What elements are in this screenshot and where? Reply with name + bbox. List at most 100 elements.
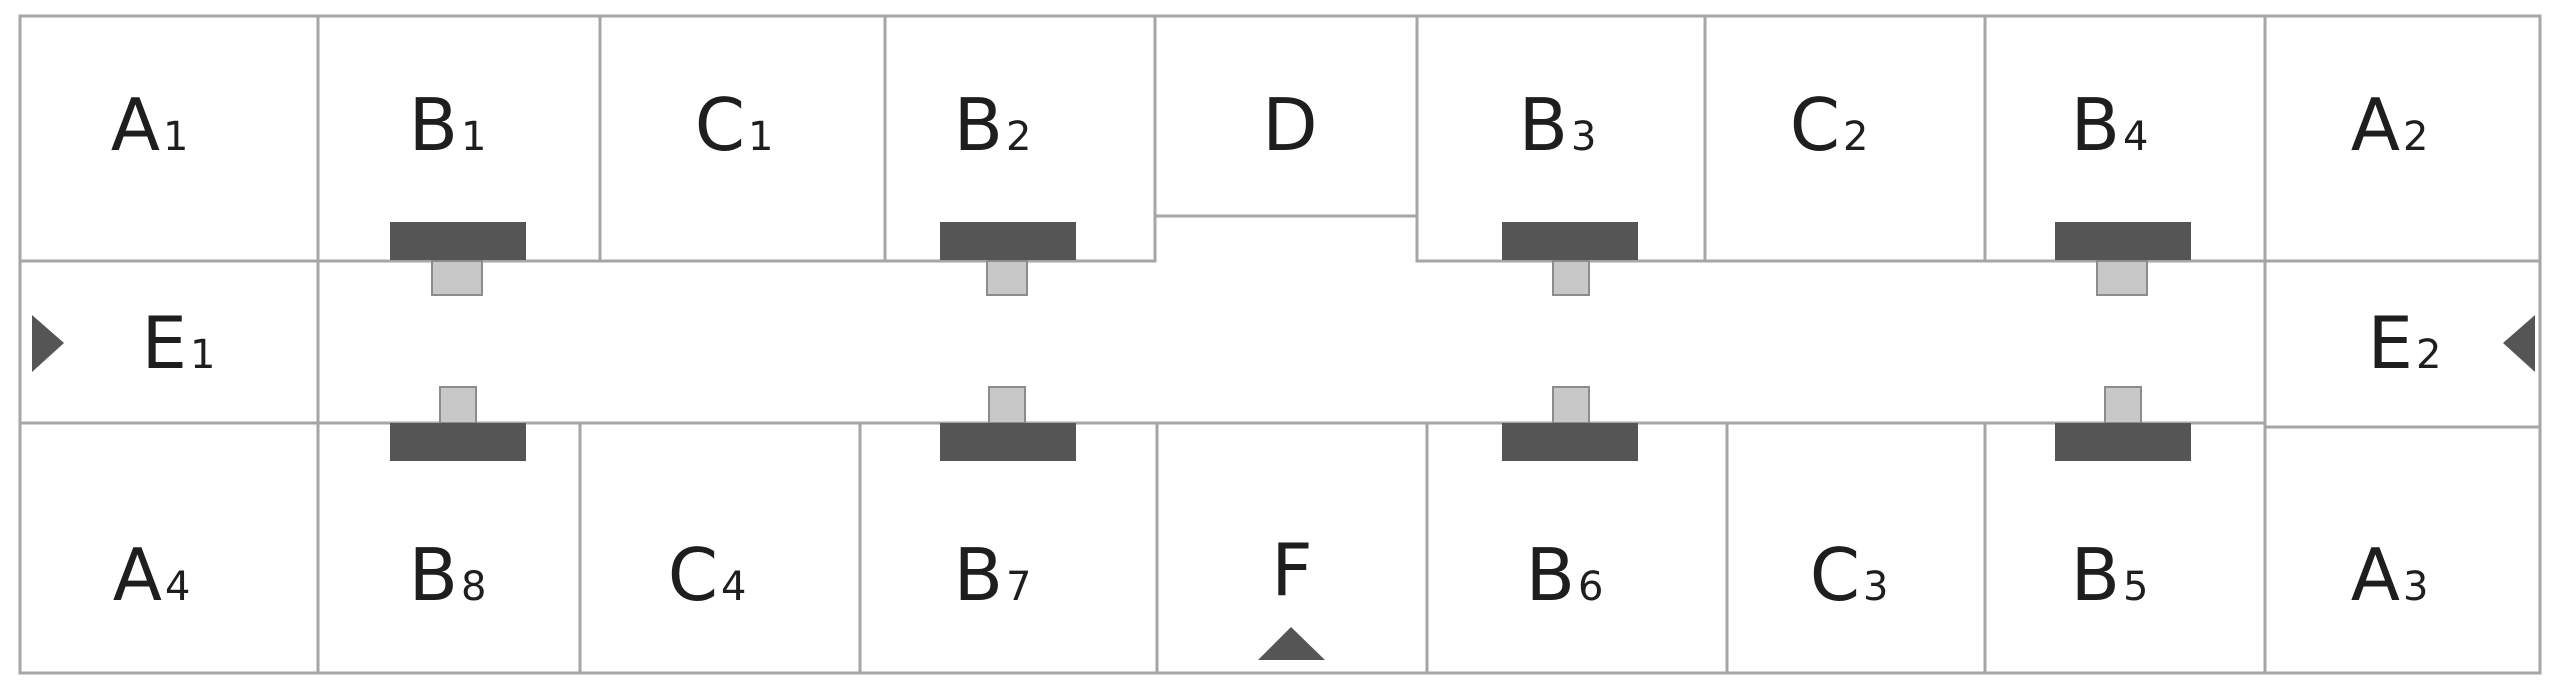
room-a2-number: 2: [2403, 114, 2428, 160]
fixture-connector-b7: [988, 386, 1026, 424]
room-c3-letter: C: [1810, 533, 1860, 617]
fixtures-top: [390, 222, 2191, 296]
room-b7: B 7: [858, 421, 1159, 675]
room-c2-number: 2: [1843, 114, 1868, 160]
svg-text:1: 1: [461, 114, 486, 160]
svg-text:2: 2: [1006, 114, 1031, 160]
room-e2-letter: E: [2368, 301, 2414, 385]
room-b5-letter: B: [2071, 533, 2120, 617]
triangle-left-icon: [2503, 315, 2535, 372]
room-b8-letter: B: [409, 533, 458, 617]
svg-text:8: 8: [461, 564, 486, 610]
room-b3-letter: B: [1519, 83, 1568, 167]
triangle-right-icon: [32, 315, 64, 372]
room-b1-number: 1: [461, 114, 486, 160]
room-f-letter: F: [1271, 528, 1312, 612]
room-a3-letter: A: [2351, 533, 2400, 617]
svg-text:B: B: [409, 83, 458, 167]
room-b2: B 2: [883, 14, 1157, 263]
svg-text:A: A: [2351, 533, 2400, 617]
room-a2: A 2: [2263, 14, 2542, 263]
room-e2: E 2: [2263, 259, 2542, 429]
fixture-connector-b5: [2104, 386, 2142, 424]
room-b7-letter: B: [954, 533, 1003, 617]
room-a3-number: 3: [2403, 564, 2428, 610]
room-b5-number: 5: [2123, 564, 2148, 610]
room-c4: C 4: [578, 421, 862, 675]
room-b4-letter: B: [2071, 83, 2120, 167]
room-b1-letter: B: [409, 83, 458, 167]
room-b4: B 4: [1983, 14, 2267, 263]
room-a1: A 1: [18, 14, 320, 263]
svg-text:B: B: [1519, 83, 1568, 167]
room-c4-number: 4: [721, 564, 746, 610]
svg-text:1: 1: [748, 114, 773, 160]
room-a4-letter: A: [113, 533, 162, 617]
svg-text:B: B: [409, 533, 458, 617]
room-a2-letter: A: [2351, 83, 2400, 167]
svg-text:B: B: [2071, 533, 2120, 617]
room-c3-number: 3: [1863, 564, 1888, 610]
room-d: D: [1153, 14, 1419, 218]
svg-text:2: 2: [2416, 332, 2441, 378]
svg-text:2: 2: [1843, 114, 1868, 160]
svg-text:B: B: [954, 83, 1003, 167]
svg-text:C: C: [1810, 533, 1860, 617]
svg-text:A: A: [111, 83, 160, 167]
svg-text:6: 6: [1578, 564, 1603, 610]
svg-text:B: B: [2071, 83, 2120, 167]
svg-text:A: A: [113, 533, 162, 617]
svg-text:C: C: [1790, 83, 1840, 167]
svg-text:1: 1: [190, 332, 215, 378]
room-b6: B 6: [1425, 421, 1729, 675]
fixture-bar-b4: [2055, 222, 2191, 260]
svg-text:3: 3: [2403, 564, 2428, 610]
fixture-connector-b3: [1552, 260, 1590, 296]
fixtures-bottom: [390, 386, 2191, 461]
room-b8: B 8: [316, 421, 582, 675]
fixture-bar-b7: [940, 423, 1076, 461]
fixture-bar-b3: [1502, 222, 1638, 260]
svg-text:3: 3: [1571, 114, 1596, 160]
svg-text:B: B: [1526, 533, 1575, 617]
room-b8-number: 8: [461, 564, 486, 610]
fixture-connector-b4: [2096, 260, 2148, 296]
fixture-bar-b1: [390, 222, 526, 260]
svg-text:B: B: [954, 533, 1003, 617]
room-e1-letter: E: [142, 301, 188, 385]
room-e1: E 1: [18, 259, 320, 425]
room-c4-letter: C: [668, 533, 718, 617]
room-b2-number: 2: [1006, 114, 1031, 160]
room-a1-letter: A: [111, 83, 160, 167]
room-a3: A 3: [2263, 425, 2542, 675]
svg-text:5: 5: [2123, 564, 2148, 610]
fixture-bar-b8: [390, 423, 526, 461]
svg-text:C: C: [668, 533, 718, 617]
svg-text:4: 4: [2123, 114, 2148, 160]
fixture-connector-b1: [431, 260, 483, 296]
room-b3-number: 3: [1571, 114, 1596, 160]
svg-text:C: C: [695, 83, 745, 167]
room-b2-letter: B: [954, 83, 1003, 167]
svg-text:4: 4: [721, 564, 746, 610]
fixture-connector-b2: [986, 260, 1028, 296]
room-a4: A 4: [18, 421, 320, 675]
svg-text:3: 3: [1863, 564, 1888, 610]
fixture-bar-b2: [940, 222, 1076, 260]
room-c2: C 2: [1703, 14, 1987, 263]
triangle-up-icon: [1258, 627, 1325, 660]
room-b7-number: 7: [1006, 564, 1031, 610]
room-e1-number: 1: [190, 332, 215, 378]
svg-text:E: E: [142, 301, 188, 385]
room-a1-number: 1: [163, 114, 188, 160]
fixture-bar-b5: [2055, 423, 2191, 461]
room-c1-letter: C: [695, 83, 745, 167]
svg-text:A: A: [2351, 83, 2400, 167]
svg-text:E: E: [2368, 301, 2414, 385]
room-c2-letter: C: [1790, 83, 1840, 167]
svg-text:7: 7: [1006, 564, 1031, 610]
room-b4-number: 4: [2123, 114, 2148, 160]
room-c1-number: 1: [748, 114, 773, 160]
room-b6-number: 6: [1578, 564, 1603, 610]
room-c1: C 1: [598, 14, 887, 263]
